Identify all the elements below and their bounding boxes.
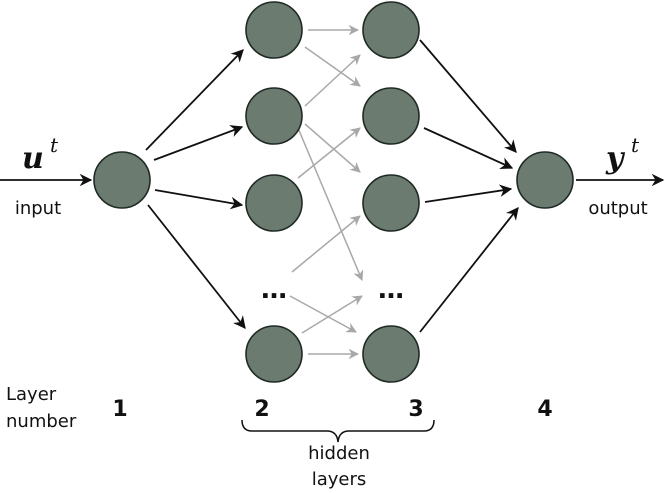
node-layer3-a <box>362 1 420 59</box>
edge-1-2b <box>153 125 244 161</box>
output-label: output <box>588 198 647 219</box>
output-superscript: t <box>631 133 640 157</box>
node-layer3-b <box>362 87 420 145</box>
input-symbol: u <box>22 141 44 176</box>
edge-2d-3c <box>291 215 361 273</box>
layer-number-1: 1 <box>112 397 127 422</box>
node-layer1 <box>93 151 151 209</box>
node-layer4 <box>516 151 574 209</box>
nodes <box>93 1 574 383</box>
layer-caption-line1: Layer <box>6 384 57 405</box>
input-superscript: t <box>50 133 59 157</box>
edge-3c-4 <box>424 184 513 203</box>
edge-2b-3c <box>304 123 361 173</box>
main-connections <box>0 39 665 333</box>
hidden-caption-line1: hidden <box>308 443 370 464</box>
edge-2a-3b <box>304 46 361 87</box>
layer-number-3: 3 <box>408 397 423 422</box>
edge-2c-3b <box>297 127 361 179</box>
edge-2d-3e <box>289 295 357 333</box>
layer-number-2: 2 <box>254 397 269 422</box>
node-layer2-b <box>245 87 303 145</box>
edge-2e-3d <box>301 295 363 334</box>
node-layer3-e <box>362 325 420 383</box>
edge-3e-4 <box>419 207 519 333</box>
hidden-caption-line2: layers <box>312 469 367 490</box>
layer-caption-line2: number <box>6 411 77 432</box>
edge-3a-4 <box>419 39 517 153</box>
edge-3b-4 <box>423 127 514 170</box>
hidden-layers-brace <box>241 419 435 443</box>
ellipsis-layer3: … <box>378 275 404 305</box>
hidden-layer-connections <box>289 24 364 360</box>
input-label-group: u t input <box>15 133 61 219</box>
node-layer2-c <box>245 174 303 232</box>
edge-1-2c <box>154 189 244 210</box>
output-label-group: y t output <box>588 133 647 219</box>
edge-1-2a <box>145 49 244 151</box>
layer-number-4: 4 <box>537 397 552 422</box>
edge-2b-3a <box>304 54 361 107</box>
node-layer2-e <box>245 325 303 383</box>
node-layer3-c <box>362 174 420 232</box>
output-symbol: y <box>605 141 626 176</box>
ellipsis-layer2: … <box>261 275 287 305</box>
edge-2b-3d <box>297 127 364 281</box>
node-layer2-a <box>245 1 303 59</box>
input-label: input <box>15 198 61 219</box>
edge-1-2e <box>147 204 246 329</box>
